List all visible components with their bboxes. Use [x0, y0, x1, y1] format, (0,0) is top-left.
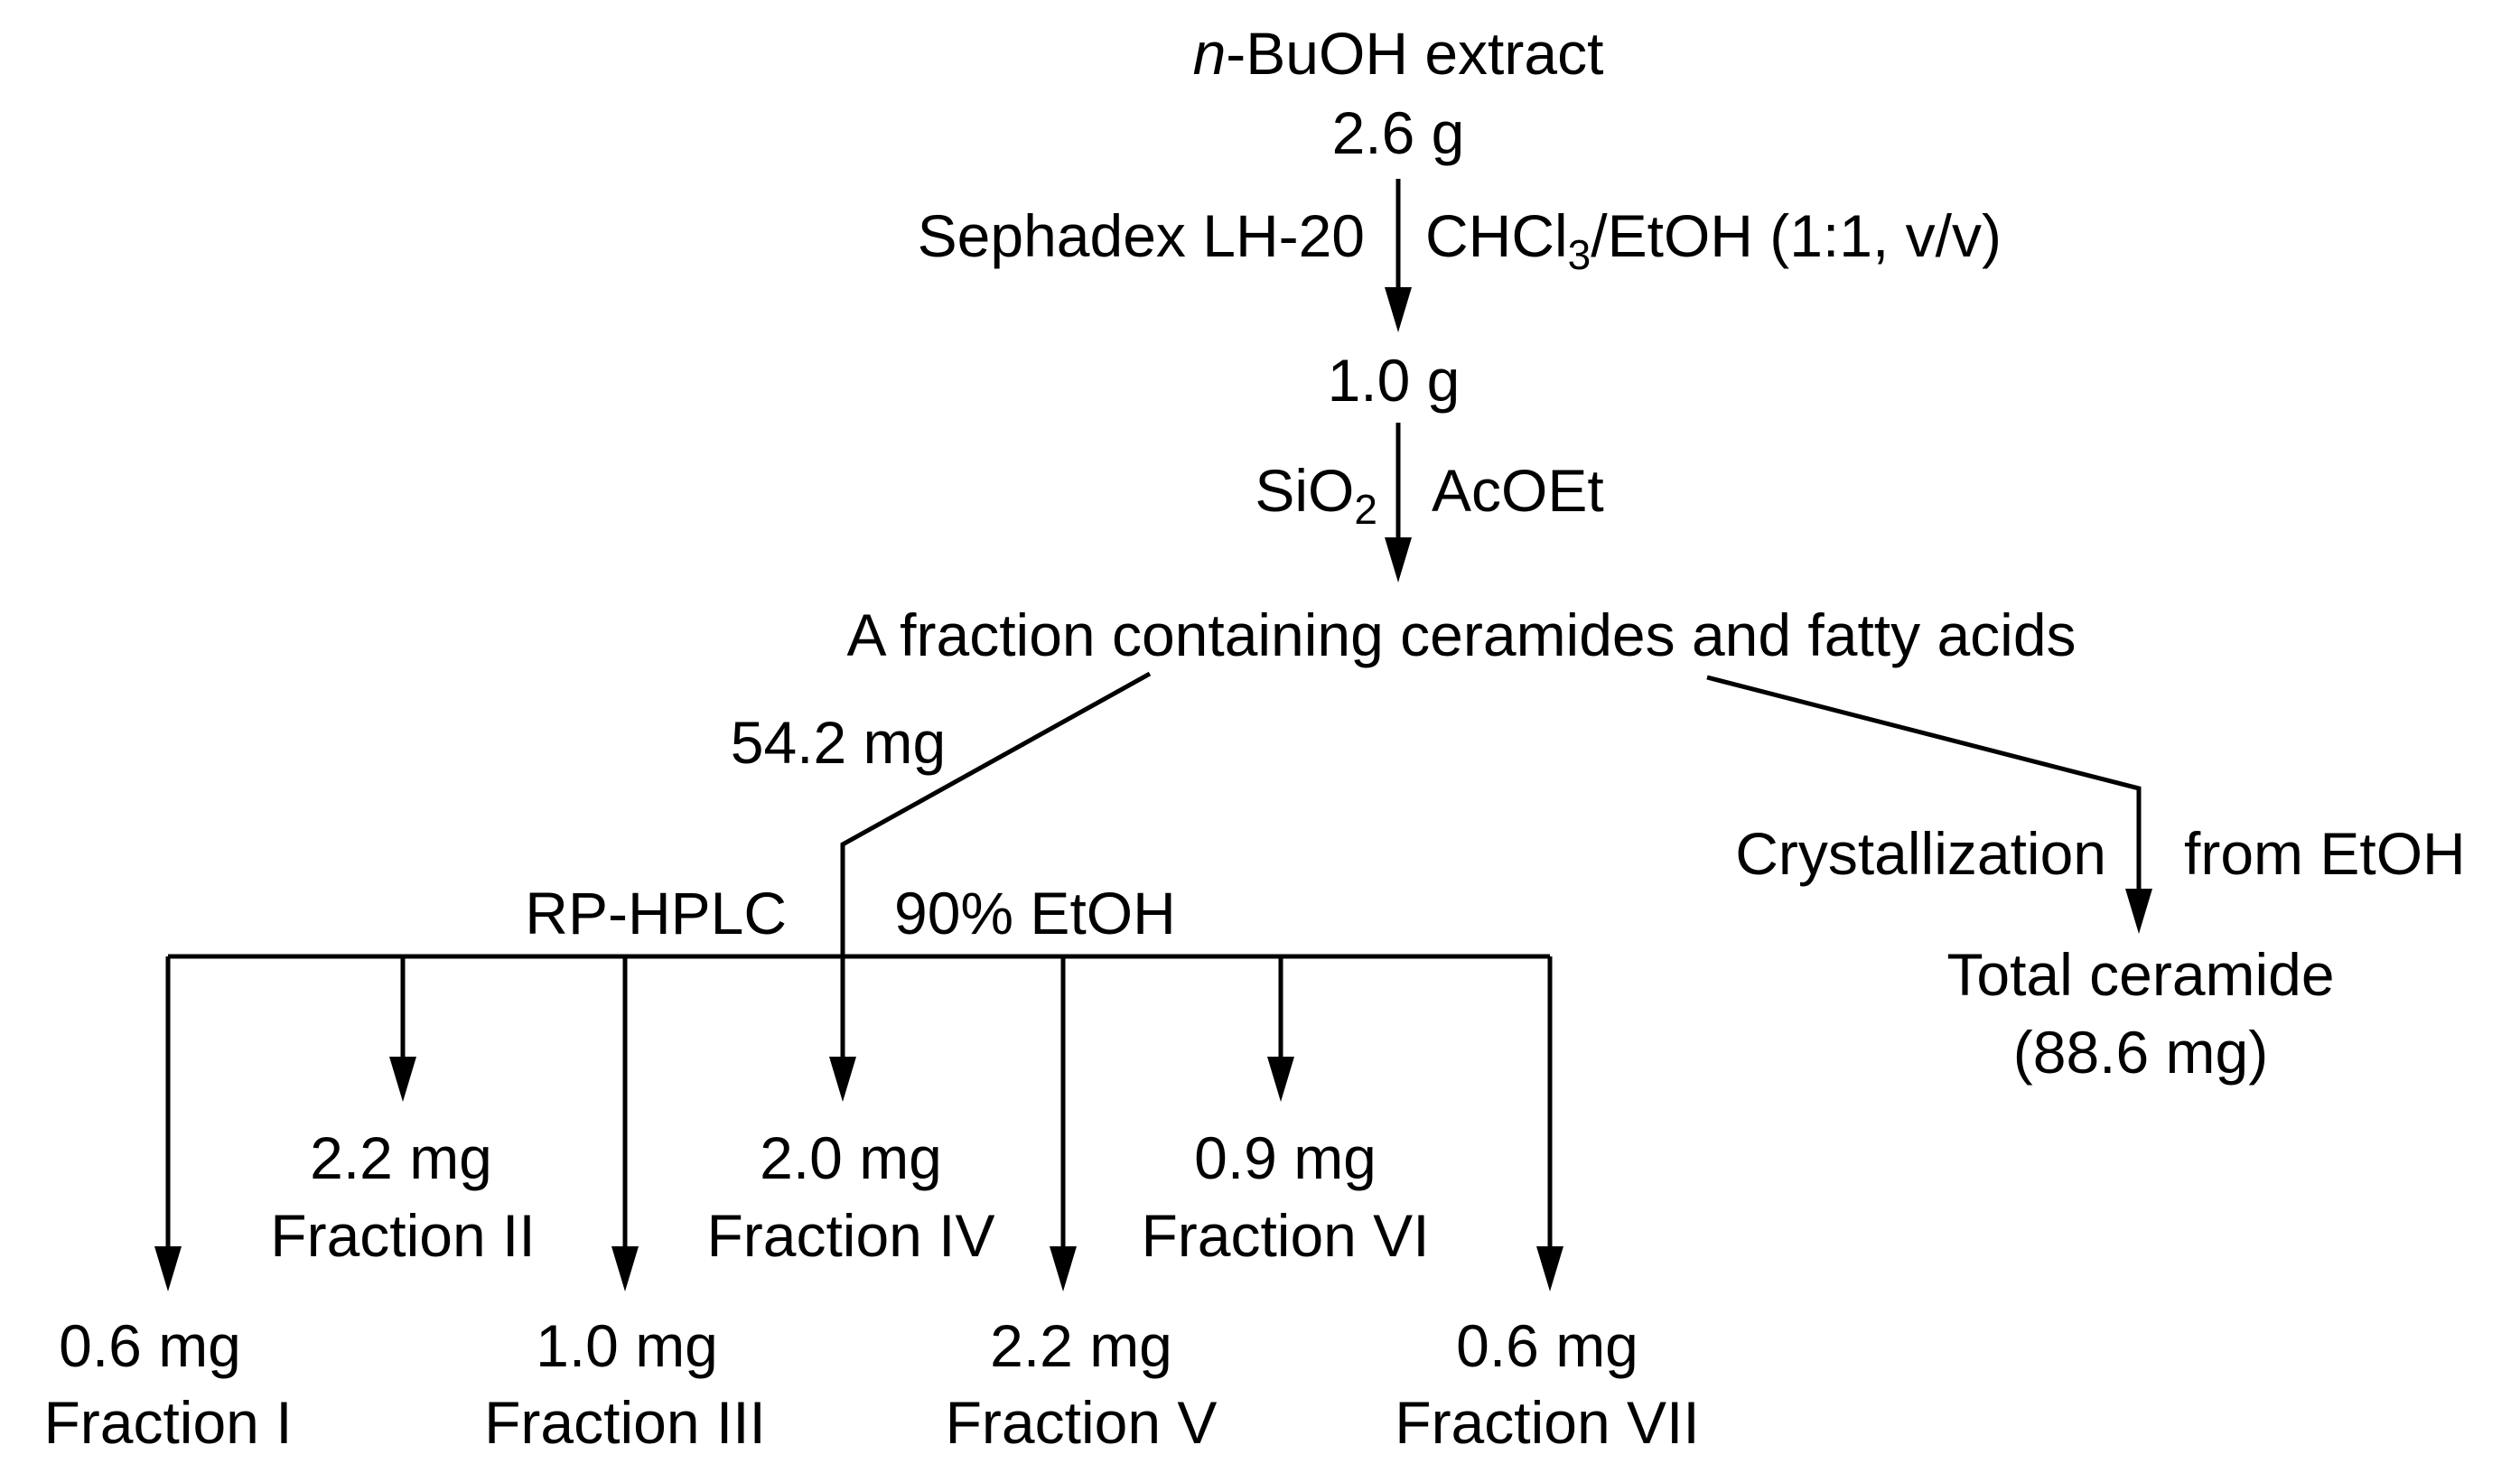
right-branch-arrow-head — [2125, 889, 2152, 934]
fraction-4-arrow-head — [829, 1057, 856, 1102]
step1-solvent: CHCl3/EtOH (1:1, v/v) — [1425, 202, 2002, 278]
left-branch-amount: 54.2 mg — [731, 709, 946, 776]
step2-solvent: AcOEt — [1432, 457, 1604, 524]
step2-method-a: SiO — [1255, 457, 1354, 524]
step1-solvent-b: /EtOH (1:1, v/v) — [1591, 202, 2002, 269]
fraction-2-amount: 2.2 mg — [310, 1124, 492, 1191]
fraction-4-amount: 2.0 mg — [760, 1124, 942, 1191]
fraction-2-name: Fraction II — [270, 1202, 535, 1269]
fraction-6-amount: 0.9 mg — [1194, 1124, 1377, 1191]
fraction-4-name: Fraction IV — [706, 1202, 994, 1269]
fraction-5-name: Fraction V — [946, 1389, 1218, 1456]
start-prefix: n — [1193, 20, 1227, 87]
step1-solvent-a: CHCl — [1425, 202, 1568, 269]
fraction-3-arrow-head — [611, 1246, 639, 1291]
fraction-1-amount: 0.6 mg — [59, 1312, 241, 1379]
step1-solvent-sub: 3 — [1568, 231, 1591, 278]
start-name: -BuOH extract — [1226, 20, 1603, 87]
step2-method-sub: 2 — [1354, 486, 1377, 533]
fraction-3-name: Fraction III — [484, 1389, 766, 1456]
step2-method: SiO2 — [1255, 457, 1377, 533]
intermediate2-label: A fraction containing ceramides and fatt… — [846, 601, 2076, 668]
arrow-2-head — [1385, 537, 1412, 583]
intermediate1-amount: 1.0 g — [1328, 347, 1461, 414]
start-amount: 2.6 g — [1332, 99, 1465, 166]
fraction-6-name: Fraction VI — [1141, 1202, 1429, 1269]
left-branch-line — [840, 671, 1152, 956]
total-ceramide-label: Total ceramide — [1946, 941, 2334, 1008]
fraction-3-amount: 1.0 mg — [536, 1312, 718, 1379]
arrow-1-head — [1385, 287, 1412, 332]
fraction-1-arrow-head — [154, 1246, 182, 1291]
fraction-2-arrow-head — [389, 1057, 416, 1102]
total-ceramide-amount: (88.6 mg) — [2013, 1019, 2268, 1086]
crystallization-solvent: from EtOH — [2184, 820, 2466, 887]
crystallization-method: Crystallization — [1735, 820, 2106, 887]
hplc-method: RP-HPLC — [525, 880, 787, 946]
fraction-1-name: Fraction I — [43, 1389, 292, 1456]
fraction-5-amount: 2.2 mg — [990, 1312, 1172, 1379]
fraction-7-name: Fraction VII — [1395, 1389, 1699, 1456]
fraction-6-arrow-head — [1267, 1057, 1294, 1102]
hplc-solvent: 90% EtOH — [894, 880, 1176, 946]
step1-method: Sephadex LH-20 — [918, 202, 1365, 269]
fraction-7-arrow-head — [1536, 1246, 1563, 1291]
fraction-5-arrow-head — [1050, 1246, 1077, 1291]
right-branch-line — [1706, 675, 2142, 892]
start-label: n-BuOH extract — [1193, 20, 1604, 87]
fraction-7-amount: 0.6 mg — [1456, 1312, 1638, 1379]
